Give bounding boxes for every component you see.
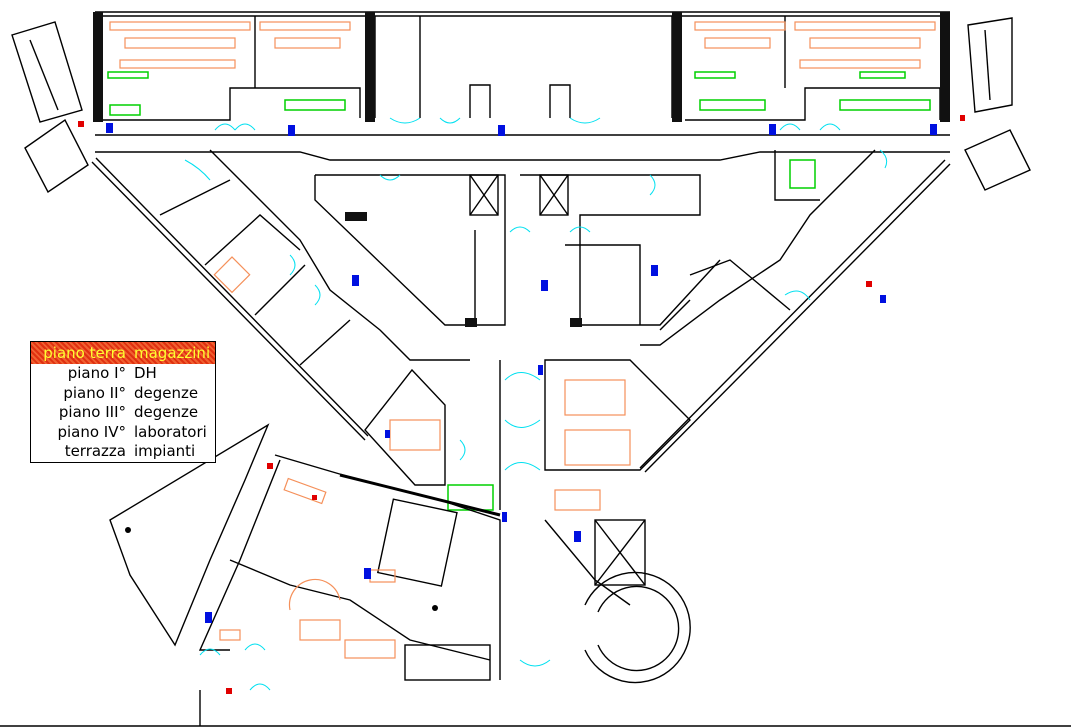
alarm-points xyxy=(78,115,965,694)
legend-use: magazzini xyxy=(134,344,211,362)
legend-use: degenze xyxy=(134,403,199,421)
core-rooms xyxy=(364,359,691,511)
legend-row: piano III° degenze xyxy=(31,403,215,423)
stair-right xyxy=(964,17,1031,191)
legend-use: degenze xyxy=(134,383,199,402)
legend-floor: piano III° xyxy=(58,403,126,421)
legend-use: DH xyxy=(134,364,157,382)
legend-header: piano terra magazzini xyxy=(31,342,215,364)
legend-use: laboratori xyxy=(134,422,207,441)
legend-use: impianti xyxy=(134,442,196,460)
stair-left xyxy=(11,21,89,194)
fire-extinguishers xyxy=(106,123,937,623)
legend-row: piano IV° laboratori xyxy=(31,423,215,443)
central-block xyxy=(314,174,721,327)
legend-row: piano I° DH xyxy=(31,364,215,384)
east-wing xyxy=(639,149,951,473)
north-wing xyxy=(93,11,950,161)
legend-floor: piano II° xyxy=(63,383,126,402)
floor-legend: piano terra magazzini piano I° DH piano I… xyxy=(30,341,216,463)
legend-floor: terrazza xyxy=(64,442,126,460)
legend-floor: piano terra xyxy=(43,344,126,362)
legend-row: terrazza impianti xyxy=(31,442,215,462)
south-section xyxy=(0,423,1071,727)
west-wing xyxy=(91,149,470,441)
legend-row: piano II° degenze xyxy=(31,384,215,404)
legend-floor: piano IV° xyxy=(57,422,126,441)
legend-floor: piano I° xyxy=(67,364,126,382)
